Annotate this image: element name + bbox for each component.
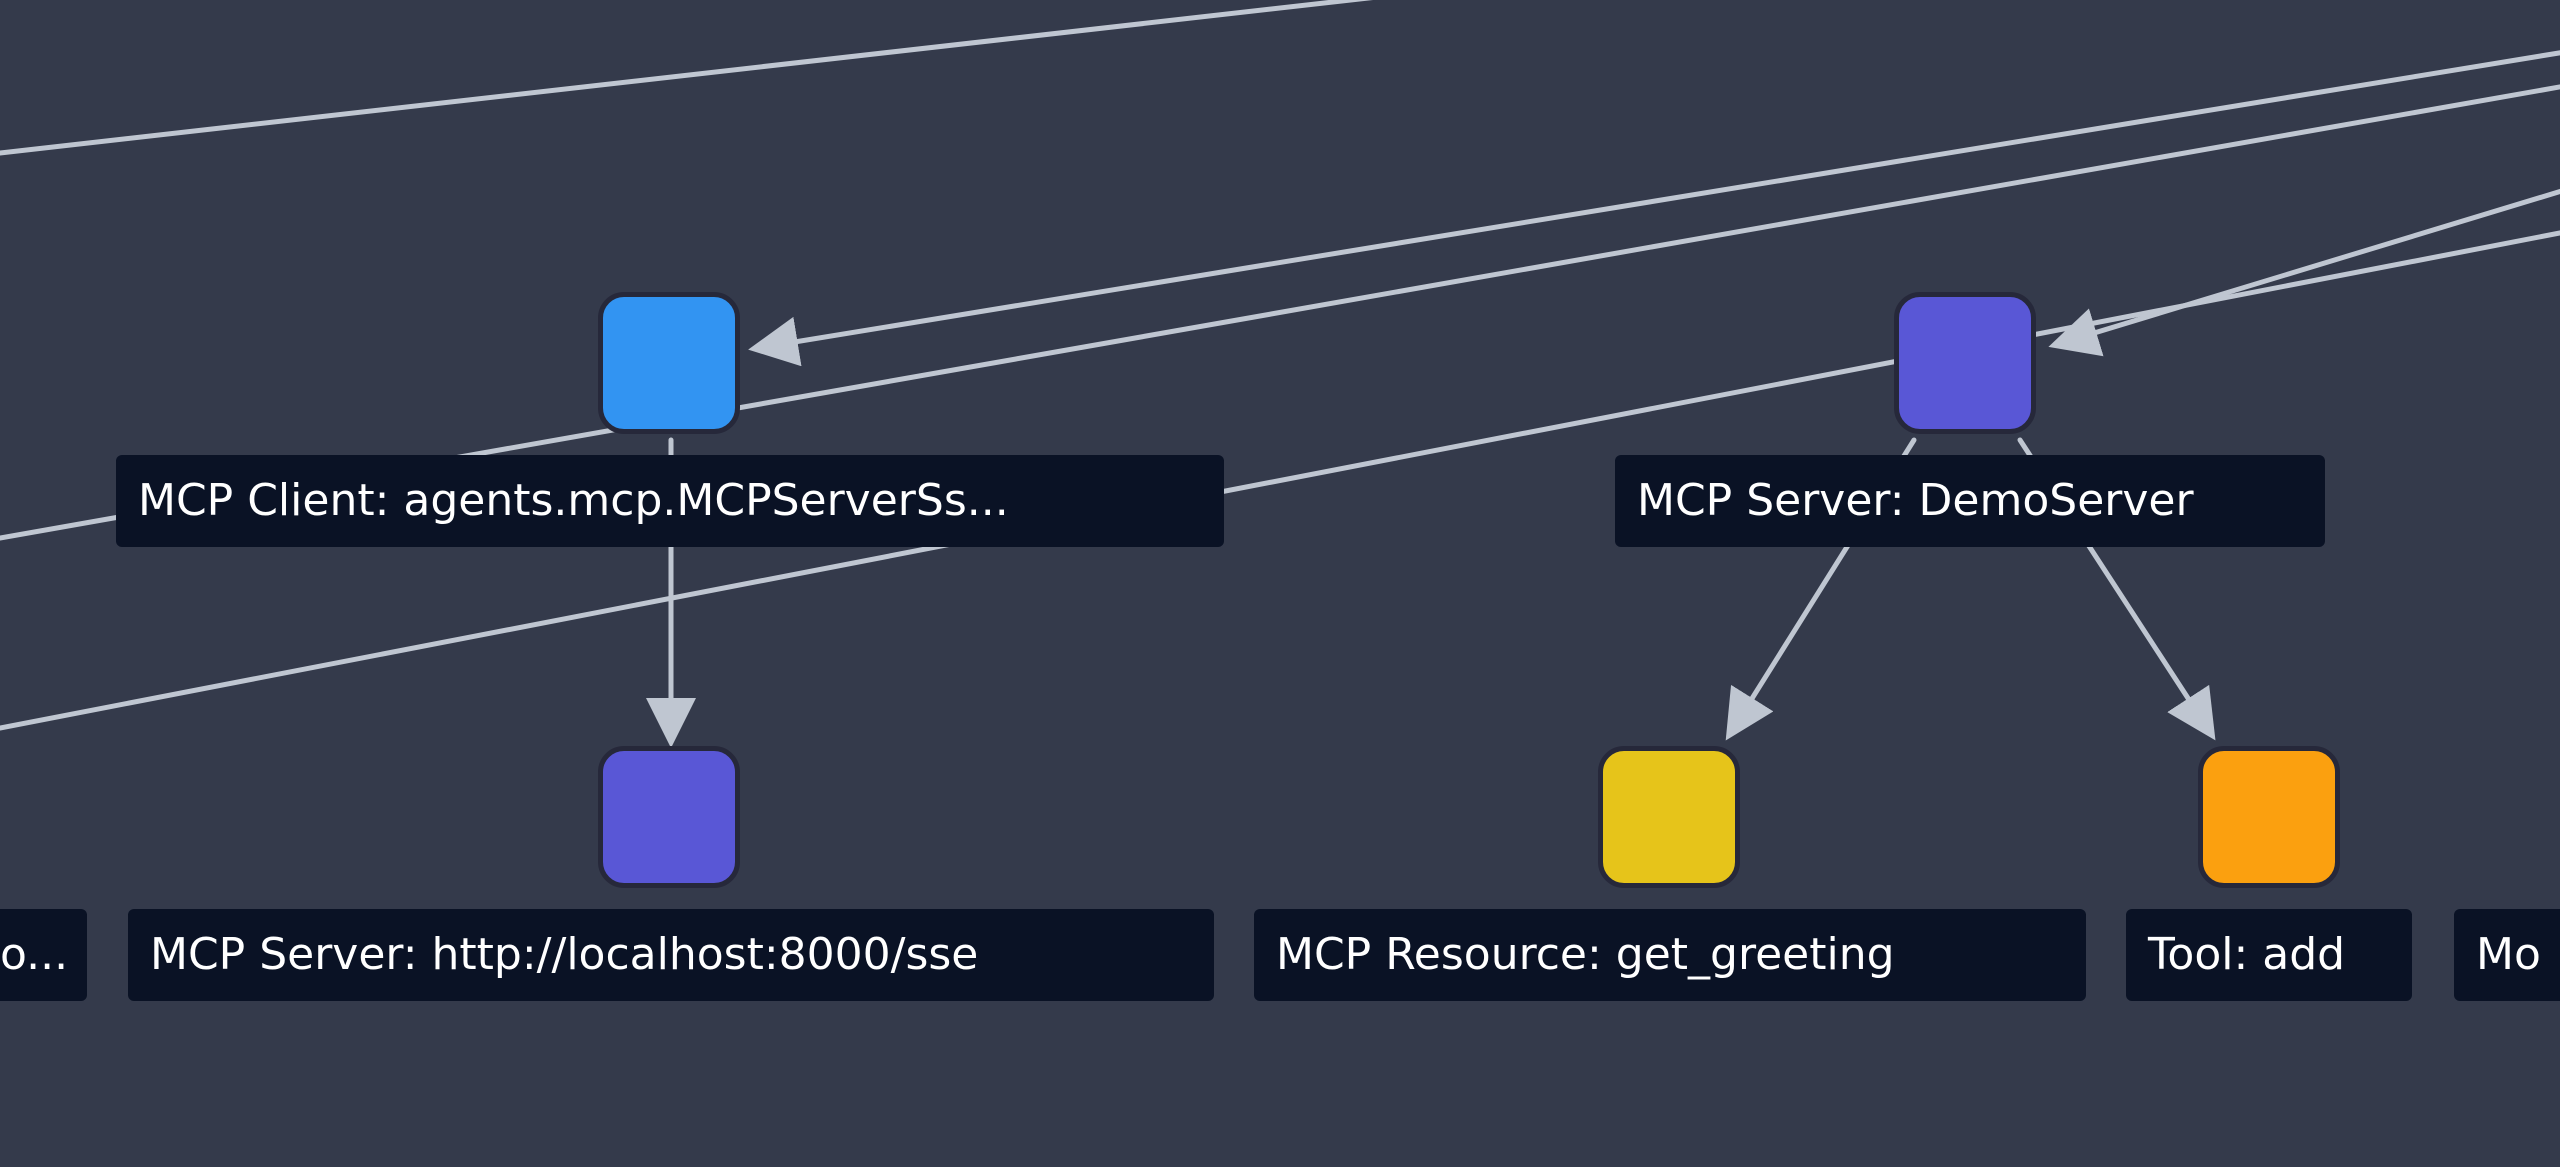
partial-node-label-right[interactable]: Mo xyxy=(2454,909,2560,1001)
mcp-server-demo-node[interactable] xyxy=(1894,292,2036,434)
partial-node-label-left[interactable]: o... xyxy=(0,909,87,1001)
mcp-client-label[interactable]: MCP Client: agents.mcp.MCPServerSs... xyxy=(116,455,1224,547)
mcp-server-demo-label[interactable]: MCP Server: DemoServer xyxy=(1615,455,2325,547)
edge-offscreen-to-mcp-server-demo xyxy=(2048,188,2560,357)
edge-offscreen-left-lower xyxy=(0,230,2560,731)
mcp-server-localhost-node[interactable] xyxy=(598,746,740,888)
mcp-client-node[interactable] xyxy=(598,292,740,434)
tool-add-label[interactable]: Tool: add xyxy=(2126,909,2412,1001)
mcp-server-localhost-label[interactable]: MCP Server: http://localhost:8000/sse xyxy=(128,909,1214,1001)
edge-offscreen-to-mcp-client xyxy=(748,50,2560,367)
tool-add-node[interactable] xyxy=(2198,746,2340,888)
mcp-resource-get-greeting-label[interactable]: MCP Resource: get_greeting xyxy=(1254,909,2086,1001)
mcp-resource-get-greeting-node[interactable] xyxy=(1598,746,1740,888)
edge-offscreen-top-left xyxy=(0,0,1374,156)
